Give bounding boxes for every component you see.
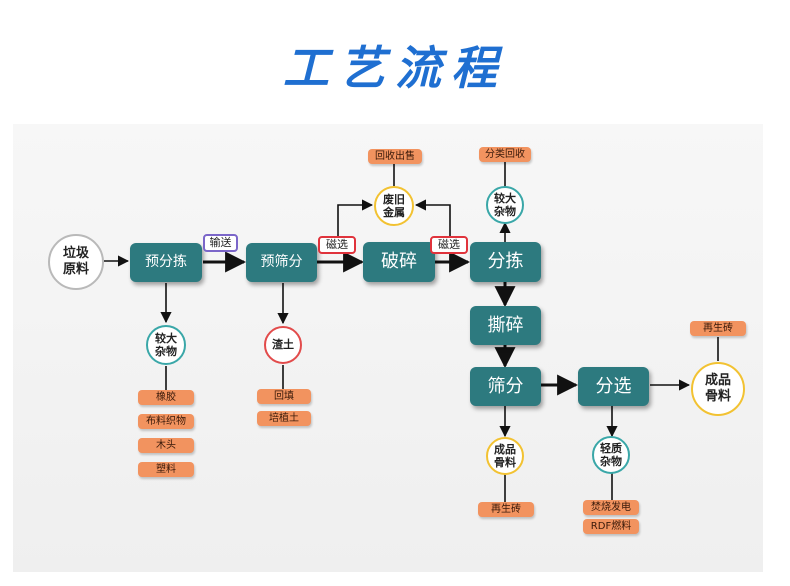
plastic-tag: 塑料 (138, 462, 194, 477)
aggregate-node-right: 成品 骨料 (691, 362, 745, 416)
scrap-metal-node: 废旧 金属 (374, 186, 414, 226)
backfill-tag: 回填 (257, 389, 311, 404)
screen-box: 筛分 (470, 367, 541, 406)
arrow-to-scrap-left (337, 199, 374, 237)
large-debris-node-top: 较大 杂物 (486, 186, 524, 224)
recycle-sale-tag: 回收出售 (368, 149, 422, 164)
sort-box: 分拣 (470, 242, 541, 282)
crush-box: 破碎 (363, 242, 435, 282)
pre-sort-box: 预分拣 (130, 243, 202, 282)
raw-material-node: 垃圾 原料 (48, 234, 104, 290)
tear-crush-box: 撕碎 (470, 306, 541, 345)
aggregate-node-mid: 成品 骨料 (486, 437, 524, 475)
fabric-tag: 布料织物 (138, 414, 194, 429)
recycled-brick-tag-right: 再生砖 (690, 321, 746, 336)
wood-tag: 木头 (138, 438, 194, 453)
rdf-fuel-tag: RDF燃料 (583, 519, 639, 534)
magnetic-separation-label-2: 磁选 (430, 236, 468, 254)
residue-soil-node: 渣土 (264, 326, 302, 364)
rubber-tag: 橡胶 (138, 390, 194, 405)
convey-label: 输送 (203, 234, 238, 252)
magnetic-separation-label-1: 磁选 (318, 236, 356, 254)
recycled-brick-tag-mid: 再生砖 (478, 502, 534, 517)
planting-soil-tag: 培植土 (257, 411, 311, 426)
classified-recycle-tag: 分类回收 (479, 147, 531, 162)
diagram-title: 工艺流程 (283, 41, 507, 95)
arrow-to-scrap-right (414, 199, 451, 237)
separate-box: 分选 (578, 367, 649, 406)
light-debris-node: 轻质 杂物 (592, 436, 630, 474)
large-debris-node-left: 较大 杂物 (146, 325, 186, 365)
pre-screen-box: 预筛分 (246, 243, 317, 282)
incineration-tag: 焚烧发电 (583, 500, 639, 515)
